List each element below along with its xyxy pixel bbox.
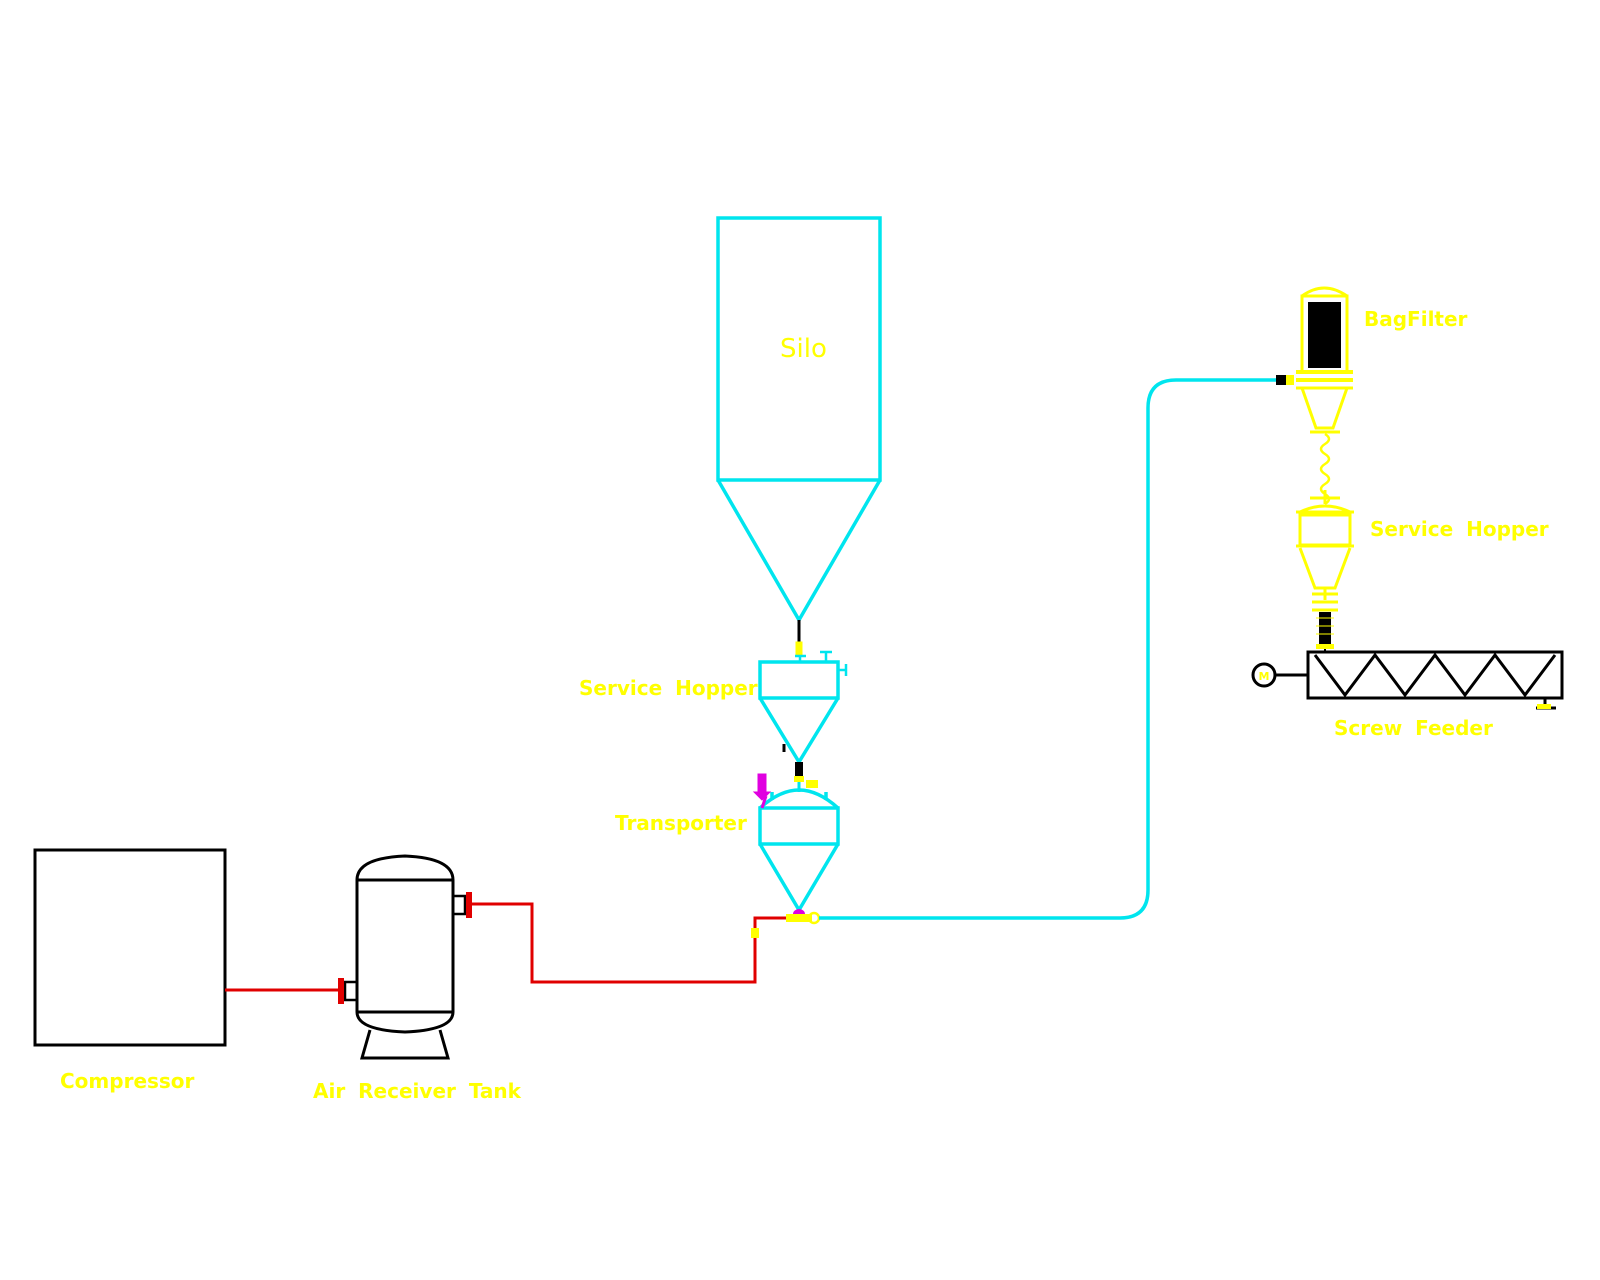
service-hopper-1	[758, 660, 840, 766]
screw-feeder	[1275, 650, 1564, 710]
silo-label: Silo	[780, 334, 827, 364]
bag-filter	[1296, 286, 1353, 434]
bag-filter-inlet-valve	[1276, 375, 1294, 385]
silo-outlet-valve	[795, 641, 803, 657]
motor-label: M	[1259, 670, 1270, 683]
air-receiver-tank-label: Air Receiver Tank	[313, 1079, 522, 1103]
screw-feeder-motor: M	[1251, 662, 1277, 688]
air-receiver-tank	[355, 854, 455, 1060]
service-hopper-1-label: Service Hopper	[579, 676, 758, 700]
service-hopper-2-label: Service Hopper	[1370, 517, 1549, 541]
air-line-check-valve	[751, 928, 759, 938]
compressor-label: Compressor	[60, 1069, 195, 1093]
service-hopper-1-fittings	[795, 650, 848, 676]
air-line-tank-to-transporter	[472, 902, 786, 984]
screw-feeder-label: Screw Feeder	[1334, 716, 1493, 740]
rotary-valve	[1316, 612, 1334, 652]
transporter-inlet-valve	[794, 762, 818, 792]
air-receiver-inlet-nozzle	[338, 978, 359, 1004]
transporter-vent-valve	[752, 773, 772, 809]
service-hopper-2	[1296, 490, 1354, 612]
compressor	[33, 848, 227, 1047]
transporter	[758, 788, 840, 914]
transporter-label: Transporter	[615, 811, 747, 835]
air-receiver-outlet-nozzle	[451, 892, 472, 918]
bag-filter-label: BagFilter	[1364, 307, 1468, 331]
transporter-discharge-valve	[786, 909, 821, 925]
silo	[716, 216, 882, 624]
screw-feeder-outlet	[1537, 704, 1551, 709]
conveying-line	[819, 378, 1278, 920]
